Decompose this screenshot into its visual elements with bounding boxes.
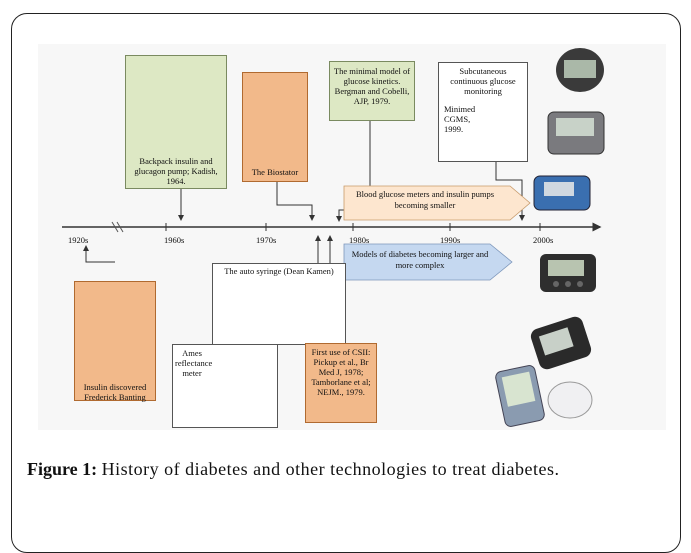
ames-meter-label: Ames reflectance meter xyxy=(175,348,213,378)
csii-label: First use of CSII: Pickup et al., Br Med… xyxy=(311,347,371,397)
figure-caption: Figure 1: History of diabetes and other … xyxy=(27,456,667,483)
banting-box: Insulin discovered Frederick Banting xyxy=(74,281,156,402)
banting-label: Insulin discovered Frederick Banting xyxy=(83,382,147,402)
device-pda xyxy=(495,365,545,427)
backpack-pump-box: Backpack insulin and glucagon pump; Kadi… xyxy=(125,55,227,189)
device-pod xyxy=(547,381,593,419)
meters-arrow-label: Blood glucose meters and insulin pumps b… xyxy=(355,189,495,210)
meters-arrow-shape xyxy=(343,185,531,221)
models-arrow-label: Models of diabetes becoming larger and m… xyxy=(351,249,489,270)
device-meter-3 xyxy=(540,254,596,292)
device-pump-grey xyxy=(530,316,592,370)
caption-label: Figure 1: xyxy=(27,459,98,479)
tick-label-2000s: 2000s xyxy=(533,235,554,245)
connector-1920s xyxy=(83,245,115,263)
connector-biostator xyxy=(276,180,315,221)
csii-box: First use of CSII: Pickup et al., Br Med… xyxy=(305,343,377,423)
ames-meter-box: Ames reflectance meter xyxy=(172,344,278,428)
auto-syringe-box: The auto syringe (Dean Kamen) xyxy=(212,263,346,345)
biostator-label: The Biostator xyxy=(251,167,299,177)
device-meter-1 xyxy=(556,48,604,92)
cgms-box: Subcutaneous continuous glucose monitori… xyxy=(438,62,528,162)
cgms-title: Subcutaneous continuous glucose monitori… xyxy=(450,66,516,96)
auto-syringe-label: The auto syringe (Dean Kamen) xyxy=(224,266,334,276)
backpack-pump-label: Backpack insulin and glucagon pump; Kadi… xyxy=(134,156,218,186)
minimal-model-label: The minimal model of glucose kinetics. B… xyxy=(333,66,411,106)
tick-label-1970s: 1970s xyxy=(256,235,277,245)
cgms-subtitle: Minimed CGMS, 1999. xyxy=(444,104,476,134)
tick-label-1960s: 1960s xyxy=(164,235,185,245)
tick-label-1980s: 1980s xyxy=(349,235,370,245)
minimal-model-box: The minimal model of glucose kinetics. B… xyxy=(329,61,415,121)
caption-text: History of diabetes and other technologi… xyxy=(101,459,560,479)
tick-label-1920s: 1920s xyxy=(68,235,89,245)
device-meter-2 xyxy=(547,111,605,155)
tick-label-1990s: 1990s xyxy=(440,235,461,245)
biostator-box: The Biostator xyxy=(242,72,308,182)
device-pump-blue xyxy=(533,175,591,211)
